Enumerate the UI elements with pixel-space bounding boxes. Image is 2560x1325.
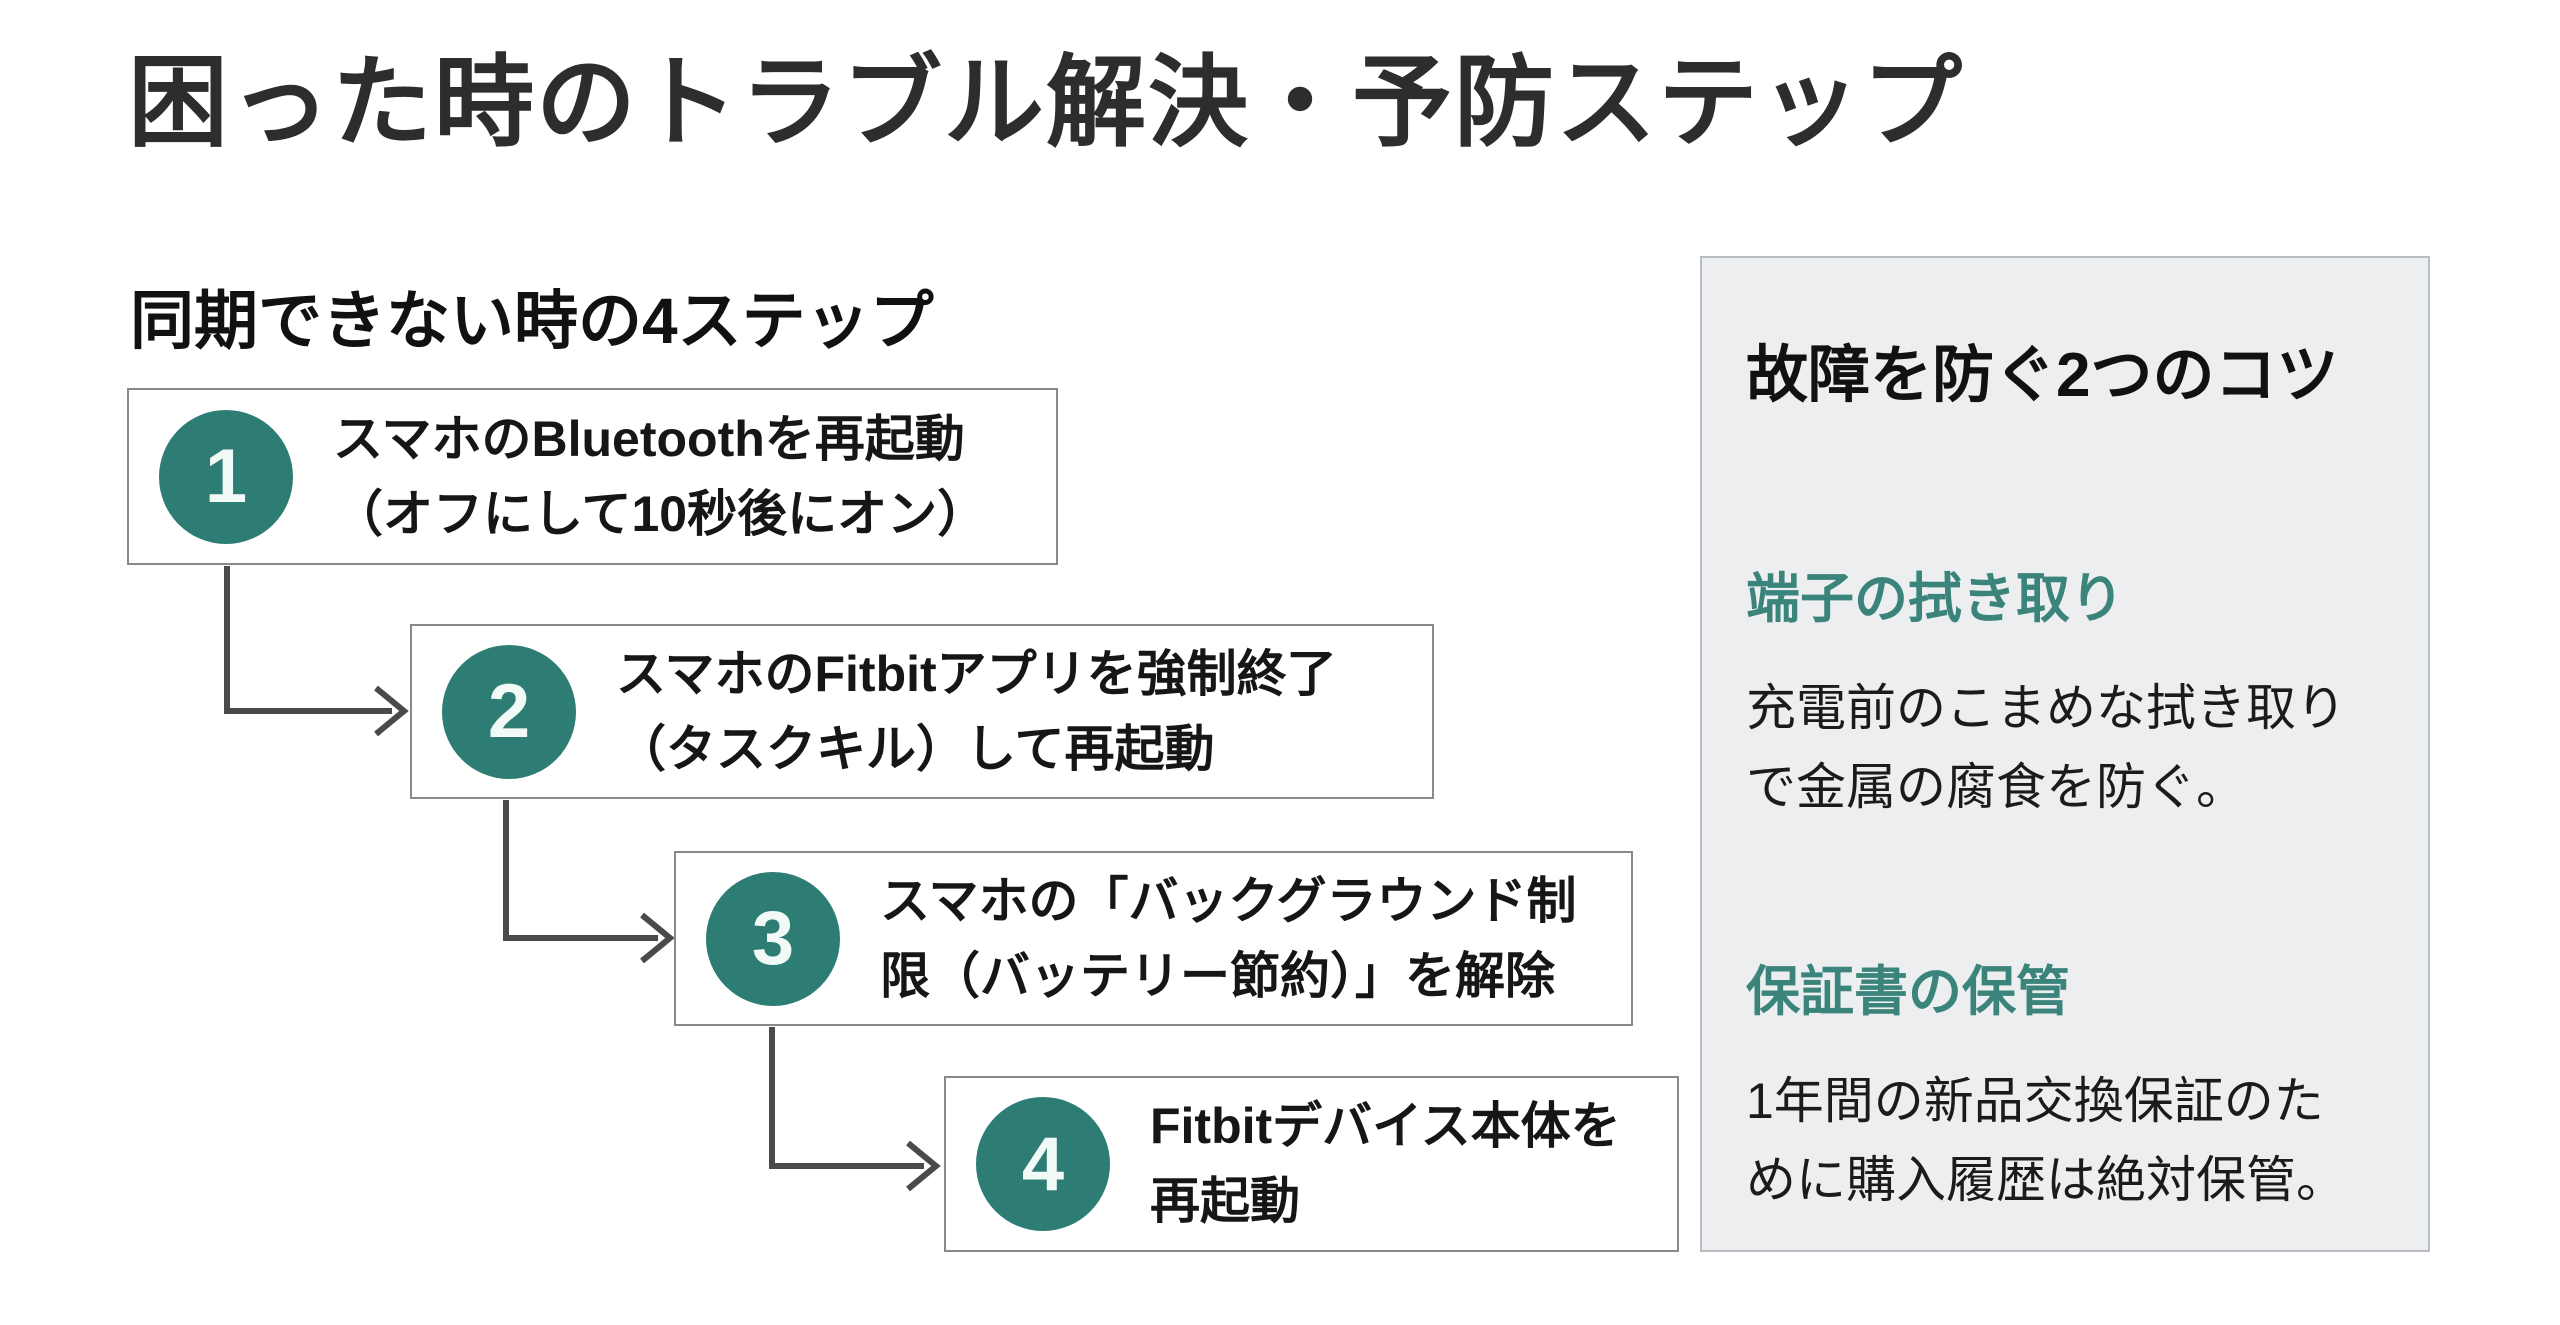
step-text-3: スマホの「バックグラウンド制 限（バッテリー節約）」を解除 bbox=[880, 872, 1577, 1004]
flow-heading: 同期できない時の4ステップ bbox=[130, 285, 934, 357]
tip-terminal-wiping: 端子の拭き取り 充電前のこまめな拭き取り で金属の腐食を防ぐ。 bbox=[1746, 554, 2384, 827]
tips-panel: 故障を防ぐ2つのコツ 端子の拭き取り 充電前のこまめな拭き取り で金属の腐食を防… bbox=[1700, 256, 2430, 1252]
step-number-badge-1: 1 bbox=[159, 409, 293, 544]
step-number-badge-4: 4 bbox=[976, 1097, 1110, 1231]
step-text-4: Fitbitデバイス本体を 再起動 bbox=[1150, 1098, 1621, 1229]
step-box-2: 2 スマホのFitbitアプリを強制終了 （タスクキル）して再起動 bbox=[410, 624, 1434, 799]
tip-title-1: 端子の拭き取り bbox=[1746, 569, 2124, 629]
step-box-1: 1 スマホのBluetoothを再起動 （オフにして10秒後にオン） bbox=[127, 388, 1058, 565]
arrow-step1-to-step2-icon bbox=[224, 566, 409, 737]
step-box-3: 3 スマホの「バックグラウンド制 限（バッテリー節約）」を解除 bbox=[674, 851, 1633, 1026]
tip-warranty-storage: 保証書の保管 1年間の新品交換保証のた めに購入履歴は絶対保管。 bbox=[1746, 947, 2384, 1220]
tip-title-2: 保証書の保管 bbox=[1746, 962, 2070, 1022]
step-text-1: スマホのBluetoothを再起動 （オフにして10秒後にオン） bbox=[333, 410, 988, 542]
step-number-badge-2: 2 bbox=[442, 644, 576, 779]
arrow-step3-to-step4-icon bbox=[769, 1027, 941, 1192]
page-title: 困った時のトラブル解決・予防ステップ bbox=[128, 47, 1964, 159]
tip-body-1: 充電前のこまめな拭き取り で金属の腐食を防ぐ。 bbox=[1746, 680, 2346, 815]
tip-body-2: 1年間の新品交換保証のた めに購入履歴は絶対保管。 bbox=[1746, 1073, 2346, 1208]
step-text-2: スマホのFitbitアプリを強制終了 （タスクキル）して再起動 bbox=[616, 645, 1337, 777]
step-box-4: 4 Fitbitデバイス本体を 再起動 bbox=[944, 1076, 1679, 1252]
step-number-badge-3: 3 bbox=[706, 871, 840, 1006]
arrow-step2-to-step3-icon bbox=[503, 800, 675, 964]
tips-panel-heading: 故障を防ぐ2つのコツ bbox=[1746, 341, 2339, 410]
